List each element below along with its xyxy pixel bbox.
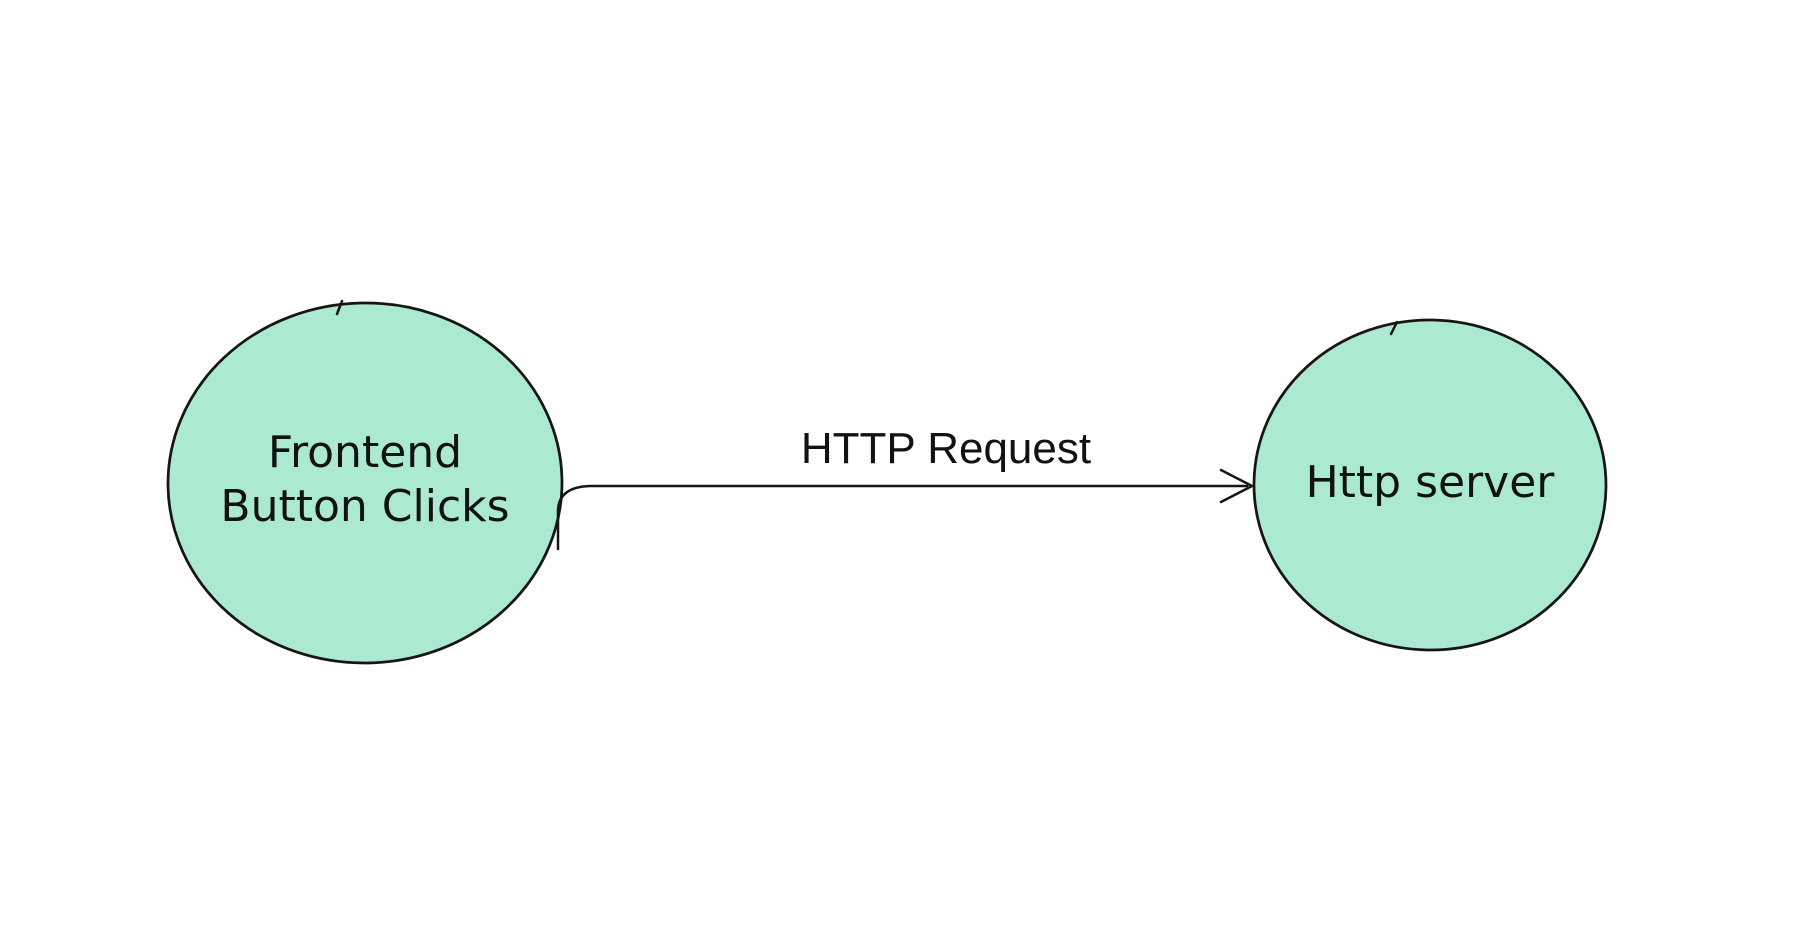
node-frontend-button-clicks: Frontend Button Clicks (166, 299, 564, 665)
pen-start-tick (335, 299, 344, 316)
node-http-server-label: Http server (1306, 457, 1556, 508)
arrowhead-icon (1219, 468, 1254, 504)
node-http-server: Http server (1252, 318, 1608, 652)
node-frontend-label-line1: Frontend (268, 427, 462, 478)
edge-line (556, 484, 1249, 551)
pen-start-tick (1389, 320, 1399, 336)
node-frontend-shape (166, 301, 564, 665)
edge-http-request: HTTP Request (556, 424, 1254, 551)
node-frontend-label-line2: Button Clicks (220, 481, 509, 532)
node-http-server-shape (1252, 318, 1608, 652)
edge-label: HTTP Request (801, 424, 1091, 473)
